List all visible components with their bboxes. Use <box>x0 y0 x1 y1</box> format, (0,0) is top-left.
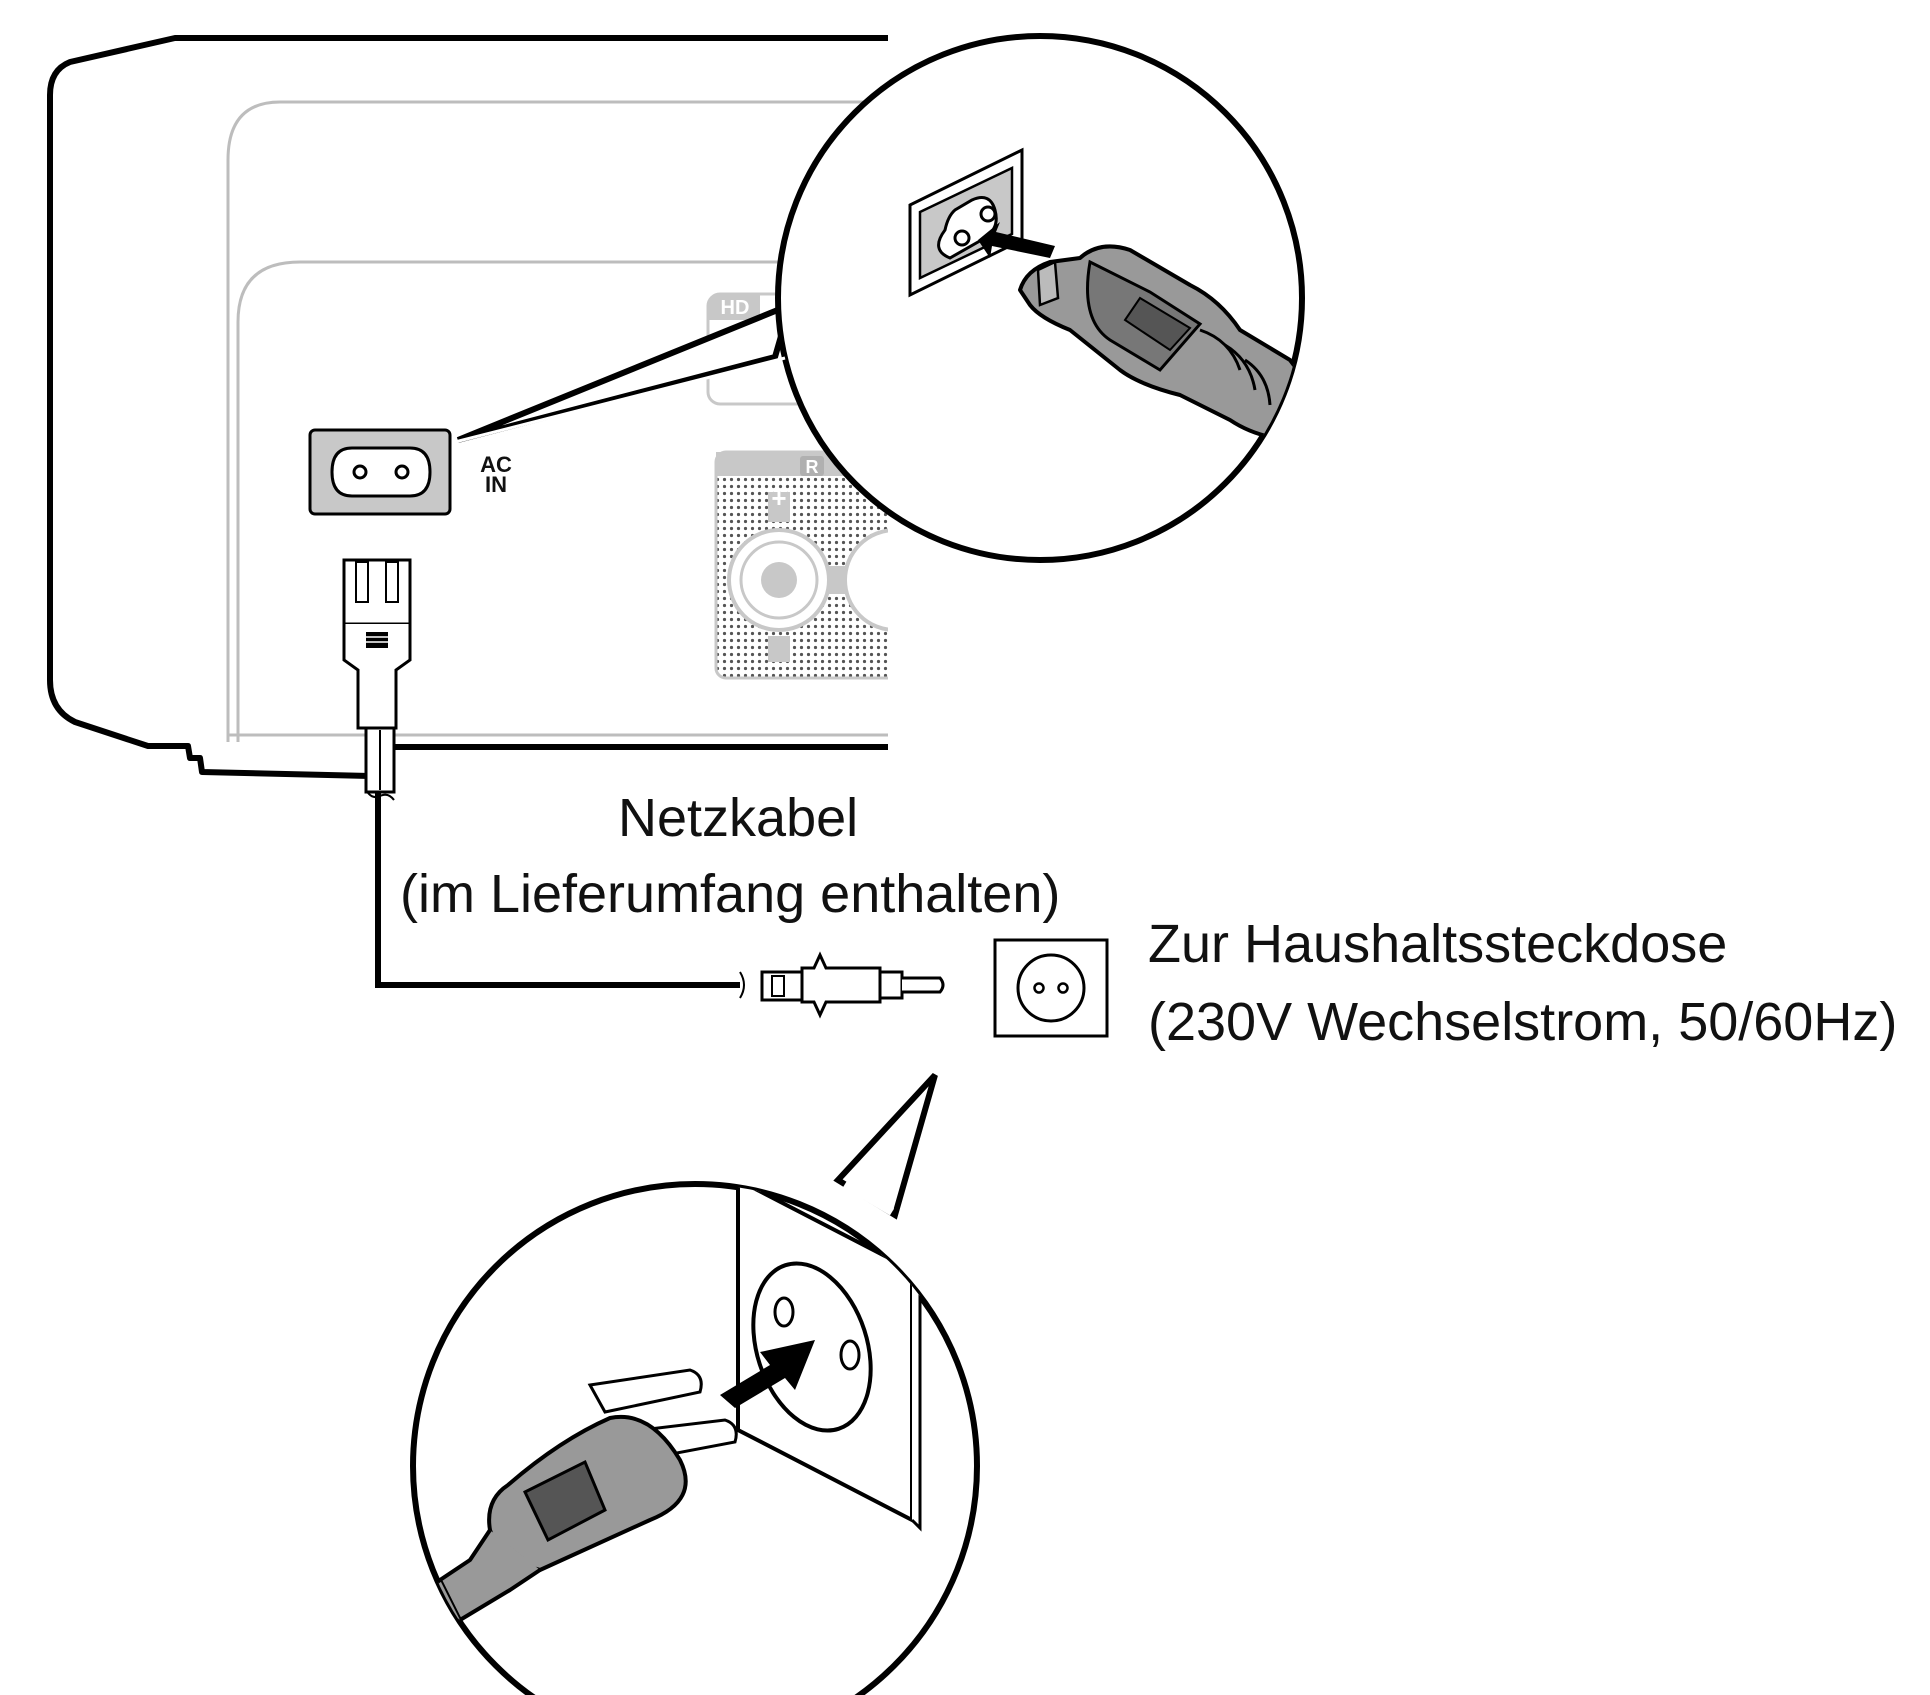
outlet-label-subtitle: (230V Wechselstrom, 50/60Hz) <box>1148 992 1898 1052</box>
speaker-plus-sign: + <box>771 483 787 513</box>
iec-plug-connector <box>342 558 412 794</box>
ac-in-label: AC IN <box>466 452 526 497</box>
inlet-zoom-callout <box>454 33 1305 563</box>
ac-inlet <box>308 428 452 516</box>
mains-plug-side-view <box>739 951 945 1019</box>
cable-label-title: Netzkabel <box>618 788 859 848</box>
wall-outlet-icon <box>993 938 1109 1038</box>
ac-label-line-1: AC <box>480 452 512 477</box>
cable-label-subtitle: (im Lieferumfang enthalten) <box>400 864 1061 924</box>
ac-label-line-2: IN <box>485 472 507 497</box>
speaker-channel-tag: R <box>805 457 819 477</box>
outlet-zoom-callout <box>410 1072 980 1695</box>
power-cable <box>375 792 740 988</box>
receiver-rear-panel <box>47 35 888 779</box>
outlet-label-title: Zur Haushaltssteckdose <box>1148 914 1728 974</box>
hdmi-tag: HD <box>720 297 750 319</box>
